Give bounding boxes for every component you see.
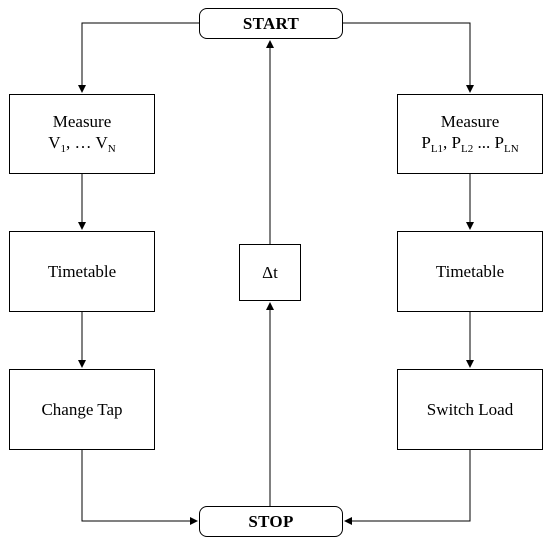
arrow-left-action-to-stop — [81, 450, 198, 525]
load-power-n: P — [494, 133, 504, 153]
voltage-ellipsis: , … — [66, 133, 96, 153]
left-measure-variables: V1, … VN — [48, 132, 115, 157]
delay-label: Δt — [262, 262, 278, 282]
right-measure-variables: PL1, PL2 ... PLN — [421, 132, 518, 157]
change-tap-label: Change Tap — [41, 399, 123, 419]
voltage-first-subscript: 1 — [60, 143, 67, 156]
right-measure-box: Measure PL1, PL2 ... PLN — [397, 94, 543, 174]
left-measure-title: Measure — [52, 112, 112, 131]
switch-load-box: Switch Load — [397, 369, 543, 450]
arrow-right-action-to-stop — [344, 450, 471, 525]
voltage-first: V — [48, 133, 61, 153]
change-tap-box: Change Tap — [9, 369, 155, 450]
voltage-last-subscript: N — [107, 143, 116, 156]
arrow-start-to-left-measure — [78, 22, 199, 93]
start-label: START — [242, 13, 300, 33]
left-timetable-label: Timetable — [47, 261, 117, 281]
switch-load-label: Switch Load — [426, 399, 514, 419]
load-power-1-subscript: L1 — [430, 143, 444, 156]
load-power-separator-2: ... — [473, 133, 495, 153]
load-power-2-subscript: L2 — [461, 143, 474, 156]
voltage-last: V — [95, 133, 108, 153]
delay-box: Δt — [239, 244, 301, 301]
load-power-n-subscript: LN — [503, 143, 519, 156]
load-power-2: P — [451, 133, 462, 153]
load-power-1: P — [421, 133, 431, 153]
left-timetable-box: Timetable — [9, 231, 155, 312]
right-measure-title: Measure — [440, 112, 500, 131]
right-timetable-label: Timetable — [435, 261, 505, 281]
stop-label: STOP — [248, 511, 294, 531]
start-node: START — [199, 8, 343, 39]
right-timetable-box: Timetable — [397, 231, 543, 312]
load-power-separator-1: , — [443, 133, 452, 153]
stop-node: STOP — [199, 506, 343, 537]
arrow-start-to-right-measure — [343, 22, 474, 93]
left-measure-box: Measure V1, … VN — [9, 94, 155, 174]
